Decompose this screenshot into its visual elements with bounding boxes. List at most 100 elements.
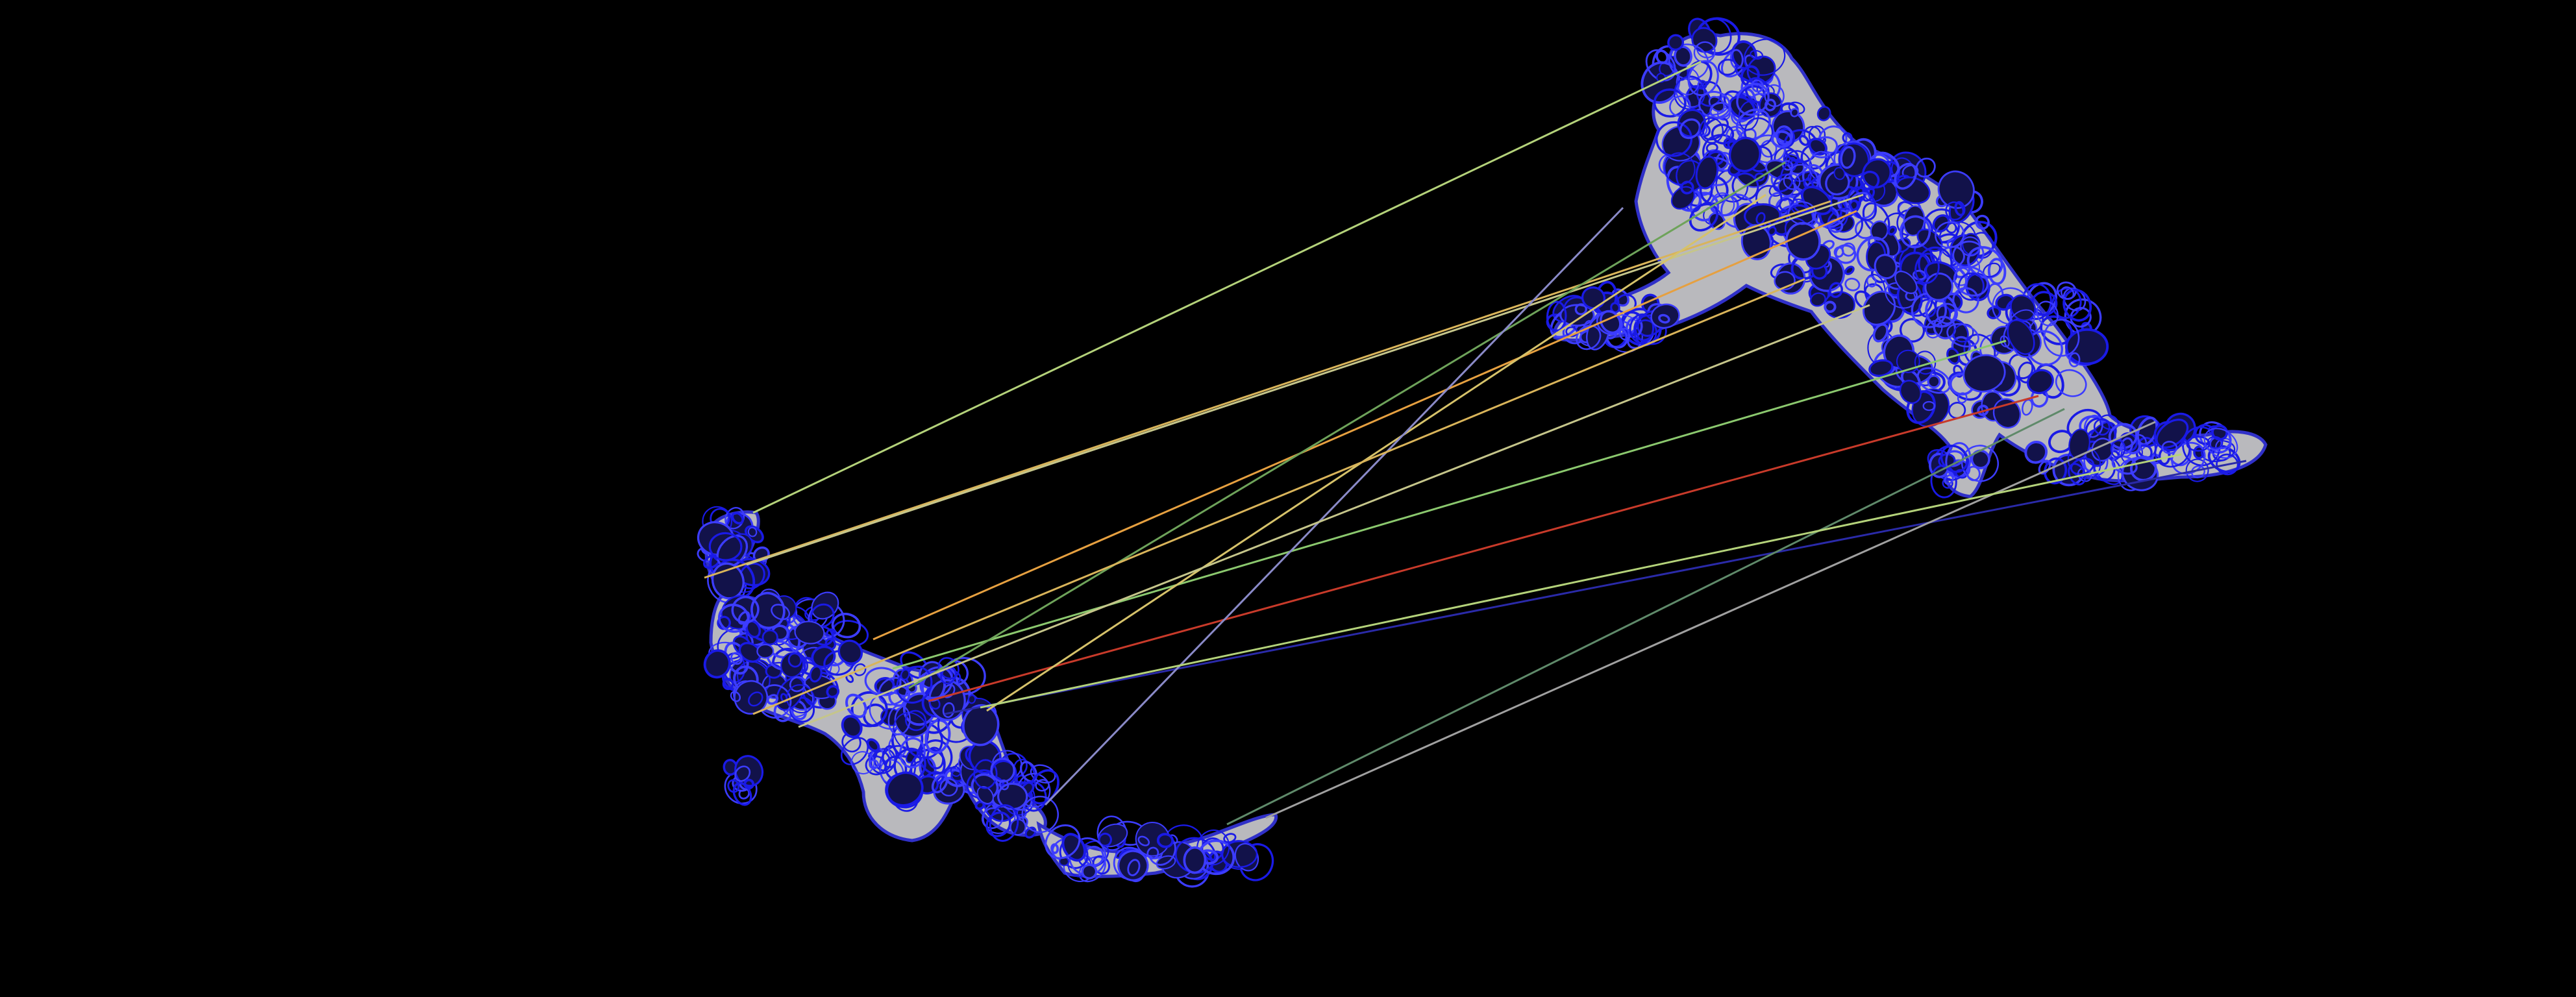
keypoint-ellipse — [878, 676, 908, 706]
keypoint-ellipse — [730, 652, 743, 665]
keypoint-ellipse — [1790, 108, 1800, 117]
keypoint-ellipse — [1705, 142, 1718, 153]
keypoint-ellipse — [1035, 779, 1050, 792]
keypoint-ellipse — [1874, 254, 1898, 280]
keypoint-ellipse — [906, 683, 917, 694]
keypoint-ellipse — [717, 603, 750, 633]
keypoint-ellipse — [940, 666, 957, 685]
keypoint-ellipse — [1868, 359, 1894, 377]
match-line — [892, 339, 2007, 670]
keypoint-ellipse — [1957, 272, 1985, 301]
keypoint-ellipse — [2070, 306, 2092, 328]
keypoint-ellipse — [1775, 125, 1793, 145]
keypoint-ellipse — [1863, 290, 1896, 326]
keypoint-ellipse — [762, 629, 778, 646]
keypoint-ellipse — [1711, 123, 1735, 145]
keypoint-ellipse — [1156, 833, 1174, 848]
keypoint-ellipse — [2044, 457, 2068, 485]
keypoint-ellipse — [973, 759, 998, 789]
keypoint-ellipse — [870, 748, 896, 774]
keypoint-ellipse — [1930, 464, 1957, 498]
keypoint-ellipse — [1783, 173, 1801, 190]
keypoint-ellipse — [1655, 49, 1669, 64]
keypoint-ellipse — [1223, 833, 1237, 843]
keypoint-ellipse — [1764, 84, 1785, 107]
keypoint-ellipse — [990, 757, 1015, 783]
keypoint-ellipse — [1767, 226, 1777, 236]
keypoint-ellipse — [2093, 419, 2111, 436]
keypoint-ellipse — [898, 737, 926, 769]
keypoint-ellipse — [1699, 117, 1724, 144]
keypoint-ellipse — [2022, 399, 2033, 416]
keypoint-ellipse — [1870, 220, 1889, 241]
keypoint-ellipse — [1629, 313, 1655, 344]
keypoint-ellipse — [1915, 157, 1936, 178]
keypoint-ellipse — [1576, 325, 1602, 351]
keypoint-ellipse — [1816, 106, 1831, 121]
keypoint-ellipse — [1824, 301, 1837, 314]
keypoint-ellipse — [840, 737, 869, 766]
match-line — [908, 161, 1786, 689]
match-line — [704, 200, 1831, 579]
match-line — [752, 60, 1702, 514]
keypoint-ellipse — [837, 639, 863, 665]
keypoint-ellipse — [850, 691, 888, 728]
keypoint-ellipse — [942, 702, 955, 719]
keypoint-ellipse — [893, 712, 929, 752]
keypoint-ellipse — [1081, 863, 1098, 880]
keypoint-ellipse — [1751, 79, 1764, 93]
keypoint-ellipse — [794, 621, 825, 645]
keypoint-ellipse — [1866, 275, 1877, 288]
keypoint-ellipse — [2036, 301, 2059, 326]
keypoint-ellipse — [1945, 442, 1972, 478]
keypoint-ellipse — [854, 663, 867, 676]
keypoint-ellipse — [2216, 453, 2239, 476]
match-line — [980, 453, 2182, 709]
keypoint-ellipse — [1927, 375, 1941, 389]
keypoint-ellipse — [1835, 244, 1857, 264]
match-line — [986, 193, 1766, 712]
keypoint-ellipse — [1894, 270, 1918, 295]
keypoint-ellipse — [1848, 186, 1877, 221]
keypoint-ellipse — [985, 811, 1011, 837]
keypoint-ellipse — [1954, 201, 1966, 217]
keypoint-ellipse — [1084, 845, 1104, 867]
keypoint-ellipse — [850, 751, 875, 775]
keypoint-ellipse — [743, 778, 755, 790]
keypoint-ellipse — [1841, 242, 1856, 257]
keypoint-ellipse — [826, 685, 840, 698]
keypoint-ellipse — [2043, 319, 2080, 357]
keypoint-ellipse — [1653, 88, 1687, 117]
keypoint-ellipse — [1743, 38, 1786, 76]
keypoint-ellipse — [1146, 846, 1159, 859]
keypoint-ellipse — [1844, 277, 1861, 291]
keypoint-ellipse — [2110, 439, 2126, 458]
keypoint-ellipse — [1687, 60, 1719, 97]
match-line — [1044, 206, 1624, 806]
keypoint-ellipse — [1679, 118, 1702, 140]
keypoint-ellipse — [1922, 400, 1936, 412]
keypoint-ellipse — [1945, 201, 1964, 221]
keypoint-ellipse — [882, 745, 898, 769]
keypoint-ellipse — [1137, 835, 1150, 846]
keypoint-ellipse — [886, 771, 924, 807]
keypoint-ellipse — [1030, 764, 1056, 784]
keypoint-ellipse — [1840, 146, 1856, 169]
keypoint-ellipse — [1844, 265, 1855, 275]
keypoint-ellipse — [1862, 158, 1892, 189]
keypoint-ellipse — [1788, 201, 1816, 225]
keypoint-ellipse — [869, 759, 879, 770]
keypoint-ellipse — [900, 669, 910, 681]
keypoint-ellipse — [1135, 822, 1170, 857]
match-line — [1226, 408, 2065, 826]
keypoint-ellipse — [756, 643, 774, 659]
keypoint-ellipse — [1932, 214, 1950, 233]
keypoint-ellipse — [1859, 170, 1880, 191]
keypoint-ellipse — [1687, 60, 1713, 90]
keypoint-ellipse — [2155, 418, 2189, 449]
keypoint-ellipse — [1633, 319, 1657, 345]
keypoint-ellipse — [866, 738, 880, 752]
keypoint-ellipse — [767, 694, 779, 705]
keypoint-ellipse — [1744, 117, 1774, 147]
